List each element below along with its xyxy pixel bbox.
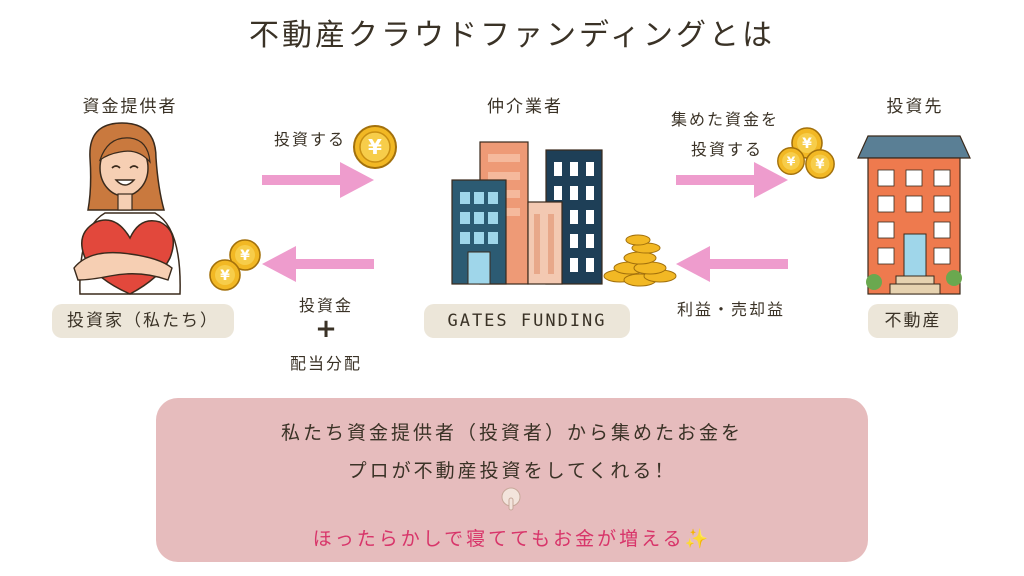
flow-invest-label: 投資する	[273, 130, 346, 149]
coin-symbol: ¥	[368, 135, 382, 159]
page-title: 不動産クラウドファンディングとは	[249, 18, 775, 53]
pill-company: GATES FUNDING	[424, 304, 630, 338]
flow-collected-label-2: 投資する	[690, 140, 763, 159]
coin-icon: ¥	[805, 149, 835, 179]
flow-return-plus: +	[315, 314, 337, 344]
coin-symbol: ¥	[220, 268, 230, 284]
flow-profit-label: 利益・売却益	[676, 300, 785, 319]
arrow-left-return	[262, 246, 374, 282]
coin-symbol: ¥	[787, 154, 796, 168]
sparkle-icon: ✨	[684, 528, 712, 550]
coin-symbol: ¥	[240, 248, 250, 264]
flow-collected-label-1: 集めた資金を	[670, 110, 779, 129]
message-box	[156, 398, 868, 562]
message-highlight-text: ほったらかしで寝ててもお金が増える	[312, 528, 685, 550]
pointing-down-hand-icon	[501, 487, 521, 511]
coin-icon: ¥	[229, 239, 261, 271]
arrow-right-invest	[262, 162, 374, 198]
arrow-left-profit	[676, 246, 788, 282]
flow-return-label-2: 配当分配	[289, 354, 362, 373]
woman-hugging-heart-illustration	[73, 122, 181, 295]
coin-icon: ¥	[777, 147, 805, 175]
coin-icon: ¥	[209, 259, 241, 291]
apartment-building-illustration	[857, 135, 971, 295]
coin-pile-icon	[603, 234, 677, 287]
pill-property: 不動産	[868, 304, 958, 338]
message-line-3: ほったらかしで寝ててもお金が増える✨	[156, 524, 868, 551]
role-broker-label: 仲介業者	[487, 97, 563, 117]
role-provider-label: 資金提供者	[82, 97, 178, 117]
pill-investor: 投資家（私たち）	[52, 304, 234, 338]
role-target-label: 投資先	[886, 97, 944, 117]
office-buildings-illustration	[451, 141, 603, 285]
coin-symbol: ¥	[802, 136, 812, 152]
coin-symbol: ¥	[815, 158, 824, 173]
flow-return-label-1: 投資金	[298, 296, 353, 315]
message-line-1: 私たち資金提供者（投資者）から集めたお金を	[280, 422, 743, 444]
coin-icon: ¥	[353, 125, 397, 169]
arrow-right-collected	[676, 162, 788, 198]
message-line-2: プロが不動産投資をしてくれる！	[347, 460, 677, 482]
